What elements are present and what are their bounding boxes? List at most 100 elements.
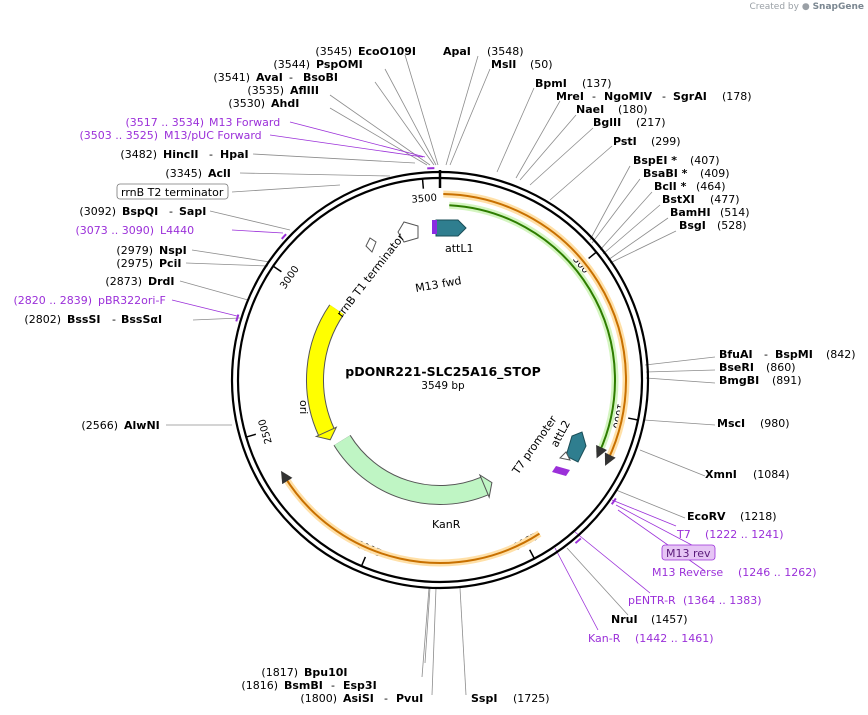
label-t7-pos: (1222 .. 1241) <box>705 528 784 541</box>
tick-label: 2500 <box>257 418 275 446</box>
label-sapi[interactable]: SapI <box>179 205 206 218</box>
label-avai-pos: (3541) <box>213 71 250 84</box>
label-naei[interactable]: NaeI <box>576 103 604 116</box>
label-ngomiv[interactable]: NgoMIV <box>604 90 653 103</box>
label-bmgbi[interactable]: BmgBI <box>719 374 759 387</box>
label-bglii[interactable]: BglII <box>593 116 621 129</box>
label-msci-pos: (980) <box>760 417 790 430</box>
label-t7[interactable]: T7 <box>676 528 691 541</box>
label-bseri[interactable]: BseRI <box>719 361 754 374</box>
label-m13puc[interactable]: M13/pUC Forward <box>164 129 262 142</box>
feature-rrnbt2[interactable] <box>365 237 377 253</box>
label-ecoo109i-pos: (3545) <box>315 45 352 58</box>
label-afliii-pos: (3535) <box>247 84 284 97</box>
label-afliii[interactable]: AflIII <box>290 84 319 97</box>
label-pcii-pos: (2975) <box>116 257 153 270</box>
label-pentrr[interactable]: pENTR-R <box>628 594 676 607</box>
leader-lines <box>166 54 716 696</box>
feature-m13fwd[interactable] <box>432 220 437 234</box>
label-esp3i[interactable]: Esp3I <box>343 679 377 692</box>
label-bspqi-pos: (3092) <box>79 205 116 218</box>
label-bsssi[interactable]: BssSI <box>67 313 101 326</box>
feature-t7promoter[interactable] <box>558 451 571 461</box>
label-m13puc-pos: (3503 .. 3525) <box>79 129 158 142</box>
label-hpai[interactable]: HpaI <box>220 148 249 161</box>
label-bsssai[interactable]: BssSαI <box>121 313 162 326</box>
label-acli[interactable]: AclI <box>208 167 231 180</box>
label-bamhi[interactable]: BamHI <box>670 206 711 219</box>
label-rrnbt2[interactable]: rrnB T2 terminator <box>121 186 224 199</box>
m13rev-box <box>661 544 716 561</box>
label-bsabi[interactable]: BsaBI * <box>643 167 688 180</box>
label-msli-pos: (50) <box>530 58 553 71</box>
label-pcii[interactable]: PciI <box>159 257 181 270</box>
label-pbr322[interactable]: pBR322ori-F <box>98 294 166 307</box>
label-mrei[interactable]: MreI <box>556 90 584 103</box>
label-bsgi[interactable]: BsgI <box>679 219 706 232</box>
snapgene-credit: Created by ● SnapGene <box>749 2 864 12</box>
label-m13reverse[interactable]: M13 Reverse <box>652 566 723 579</box>
label-kanr-primer[interactable]: Kan-R <box>588 632 621 645</box>
label-bpu10i-pos: (1817) <box>261 666 298 679</box>
label-avai[interactable]: AvaI <box>256 71 283 84</box>
label-drdi[interactable]: DrdI <box>148 275 175 288</box>
feature-group <box>235 167 617 544</box>
green-arc-halo <box>449 201 619 455</box>
label-alwni[interactable]: AlwNI <box>124 419 160 432</box>
label-bcli[interactable]: BclI * <box>654 180 687 193</box>
label-hincii[interactable]: HincII <box>163 148 199 161</box>
label-bsmbi[interactable]: BsmBI <box>284 679 323 692</box>
tick-mark <box>628 417 639 421</box>
feature-arrowhead <box>314 426 338 441</box>
label-bspqi[interactable]: BspQI <box>122 205 158 218</box>
label-pvui[interactable]: PvuI <box>396 692 423 705</box>
feature-m13rev-mark <box>552 466 570 476</box>
feature-attl1[interactable] <box>435 219 467 237</box>
label-bspei[interactable]: BspEI * <box>633 154 677 167</box>
label-asisi[interactable]: AsiSI <box>343 692 374 705</box>
label-hincii-pos: (3482) <box>120 148 157 161</box>
arc-group <box>281 190 630 567</box>
label-bpu10i[interactable]: Bpu10I <box>304 666 348 679</box>
orange-arc <box>281 470 540 564</box>
label-bstxi[interactable]: BstXI <box>662 193 695 206</box>
label-apai[interactable]: ApaI <box>443 45 471 58</box>
label-bspmi[interactable]: BspMI <box>775 348 813 361</box>
label-psti[interactable]: PstI <box>613 135 637 148</box>
svg-text:-: - <box>662 90 666 103</box>
labels-left: (3545) EcoO109I (3544) PspOMI (3541) Ava… <box>13 45 416 432</box>
feature-ori[interactable] <box>307 305 344 436</box>
label-msli[interactable]: MslI <box>491 58 516 71</box>
label-nspi[interactable]: NspI <box>159 244 187 257</box>
label-xmni[interactable]: XmnI <box>705 468 737 481</box>
feature-rrnbt1[interactable] <box>397 221 419 243</box>
label-bfuai[interactable]: BfuAI <box>719 348 753 361</box>
label-drui[interactable]: NruI <box>611 613 638 626</box>
label-m13rev[interactable]: M13 rev <box>666 547 711 560</box>
label-bpmi[interactable]: BpmI <box>535 77 567 90</box>
label-ecoo109i[interactable]: EcoO109I <box>358 45 416 58</box>
label-m13forward[interactable]: M13 Forward <box>209 116 280 129</box>
label-l4440[interactable]: L4440 <box>160 224 194 237</box>
label-bsobi[interactable]: BsoBI <box>303 71 338 84</box>
label-ahdi[interactable]: AhdI <box>271 97 299 110</box>
primer-leader-lines <box>171 121 706 631</box>
label-sspi[interactable]: SspI <box>471 692 497 705</box>
label-m13forward-pos: (3517 .. 3534) <box>125 116 204 129</box>
label-bpmi-pos: (137) <box>582 77 612 90</box>
label-bsgi-pos: (528) <box>717 219 747 232</box>
feature-kanr[interactable] <box>334 435 488 504</box>
label-sgrai[interactable]: SgrAI <box>673 90 707 103</box>
svg-text:-: - <box>289 71 293 84</box>
label-drui-pos: (1457) <box>651 613 688 626</box>
label-bsmbi-pos: (1816) <box>241 679 278 692</box>
feature-label-kanr: KanR <box>432 518 461 531</box>
feature-attl2[interactable] <box>565 431 587 463</box>
label-ecorv[interactable]: EcoRV <box>687 510 726 523</box>
feature-label-attL1: attL1 <box>445 242 474 255</box>
rrnbt2-box <box>116 183 229 200</box>
label-pspomi[interactable]: PspOMI <box>316 58 363 71</box>
label-msci[interactable]: MscI <box>717 417 745 430</box>
label-bspei-pos: (407) <box>690 154 720 167</box>
